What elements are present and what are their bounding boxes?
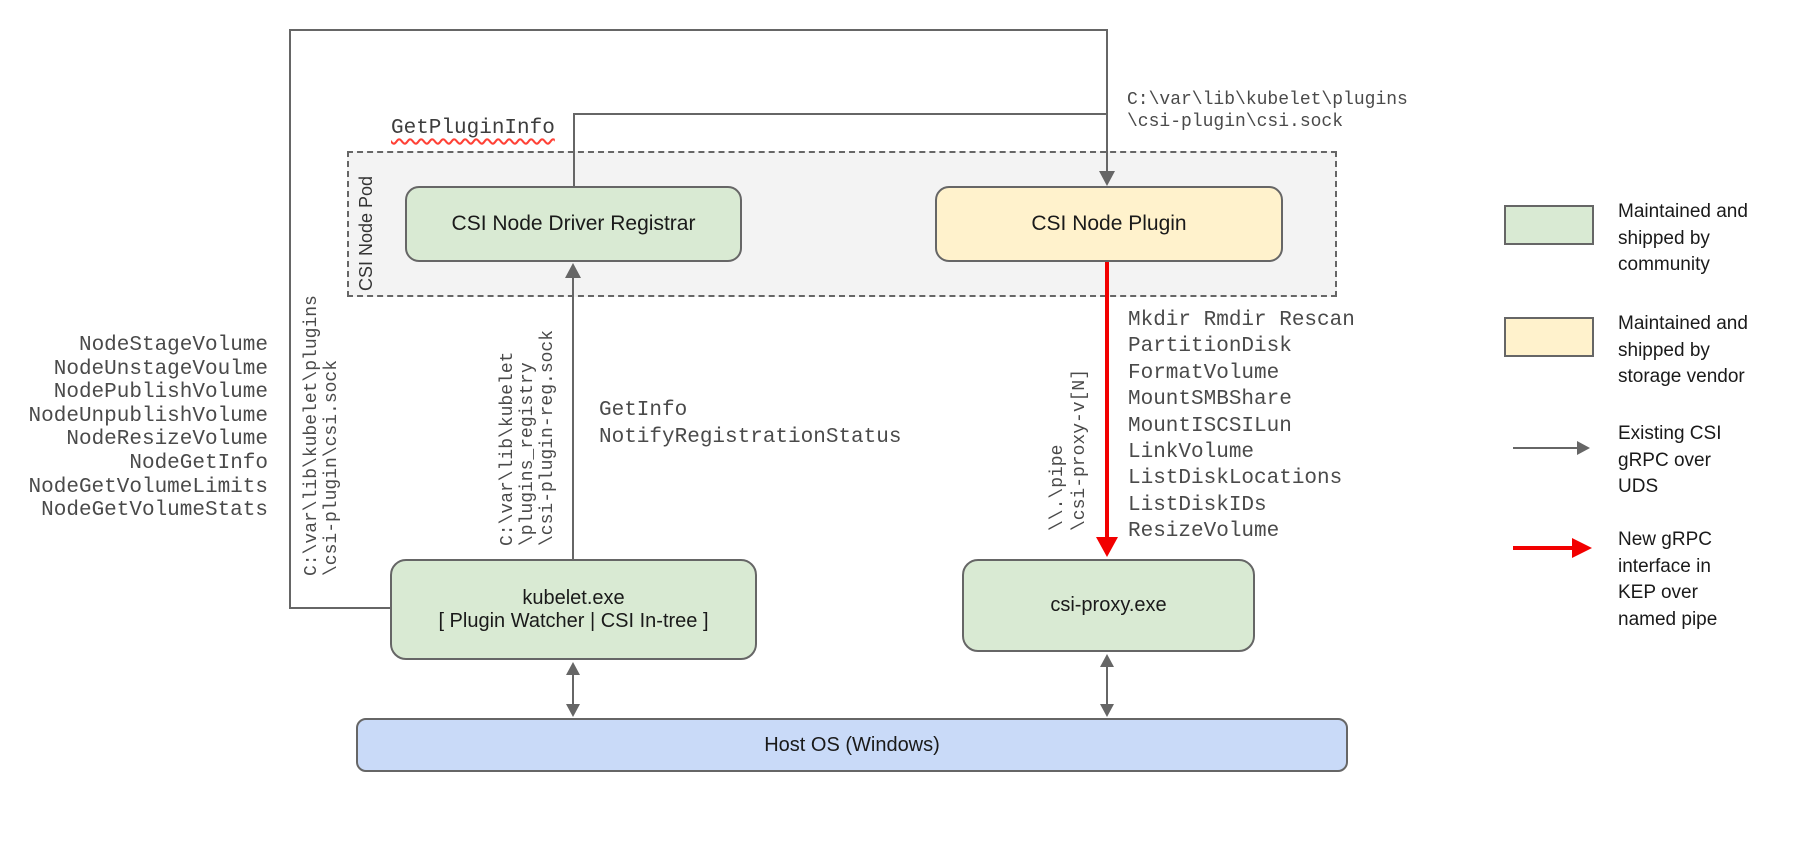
legend-community-swatch xyxy=(1504,205,1594,245)
connector-plugin-csiproxy-red xyxy=(1105,262,1109,539)
connector-kubelet-plugin-right xyxy=(1106,29,1108,172)
proxy-method: Mkdir Rmdir Rescan xyxy=(1128,309,1355,332)
proxy-method: MountISCSILun xyxy=(1128,414,1292,438)
plugin-watcher-line: [ Plugin Watcher | CSI In-tree ] xyxy=(438,609,709,632)
legend-named-pipe-label: New gRPC interface in KEP over named pip… xyxy=(1618,529,1718,630)
csi-sock-path-vertical-label: C:\var\lib\kubelet\plugins \csi-plugin\c… xyxy=(302,295,342,576)
arrowhead-into-csiproxy-red xyxy=(1096,537,1118,557)
proxy-method: ResizeVolume xyxy=(1128,520,1280,544)
kubelet-exe-line: kubelet.exe xyxy=(522,586,625,609)
legend-vendor-swatch xyxy=(1504,317,1594,357)
proxy-method: FormatVolume xyxy=(1128,361,1280,385)
arrowhead-kubelet-host-up xyxy=(566,662,580,675)
host-os-box: Host OS (Windows) xyxy=(356,718,1348,772)
legend-community-label: Maintained and shipped by community xyxy=(1618,201,1748,275)
node-method: NodeGetInfo xyxy=(129,451,268,475)
legend-gray-arrowhead xyxy=(1577,441,1590,455)
connector-kubelet-registrar xyxy=(572,277,574,559)
arrowhead-csiproxy-host-up xyxy=(1100,654,1114,667)
node-method: NodeUnpublishVolume xyxy=(28,404,268,428)
arrowhead-csiproxy-host-down xyxy=(1100,704,1114,717)
connector-csiproxy-host xyxy=(1106,665,1108,706)
proxy-method: ListDiskIDs xyxy=(1128,493,1267,517)
arrowhead-into-registrar xyxy=(565,263,581,278)
registry-sock-vertical-label: C:\var\lib\kubelet \plugins_registry \cs… xyxy=(498,329,558,546)
kubelet-box: kubelet.exe [ Plugin Watcher | CSI In-tr… xyxy=(390,559,757,660)
proxy-method: ListDiskLocations xyxy=(1128,467,1343,491)
node-method: NodeGetVolumeLimits xyxy=(28,475,268,499)
csi-sock-path-label: C:\var\lib\kubelet\plugins \csi-plugin\c… xyxy=(1127,90,1408,132)
legend-uds-label: Existing CSI gRPC over UDS xyxy=(1618,423,1722,497)
csi-node-pod-label: CSI Node Pod xyxy=(356,175,376,291)
connector-kubelet-plugin-top xyxy=(289,29,1108,31)
node-method: NodeResizeVolume xyxy=(66,428,268,452)
connector-kubelet-plugin-stub xyxy=(289,607,390,609)
node-method: NodePublishVolume xyxy=(53,381,268,405)
legend-red-arrowhead xyxy=(1572,538,1592,558)
legend-vendor-label: Maintained and shipped by storage vendor xyxy=(1618,313,1748,387)
arrowhead-kubelet-host-down xyxy=(566,704,580,717)
connector-getplugininfo-h xyxy=(574,113,1108,115)
connector-kubelet-plugin-left xyxy=(289,29,291,609)
named-pipe-vertical-label: \\.\pipe \csi-proxy-v[N] xyxy=(1048,368,1090,531)
proxy-method: PartitionDisk xyxy=(1128,335,1292,359)
getplugininfo-label: GetPluginInfo xyxy=(391,117,555,140)
proxy-method: LinkVolume xyxy=(1128,441,1255,465)
node-method: NodeStageVolume xyxy=(78,334,268,357)
node-method: NodeGetVolumeStats xyxy=(41,499,268,523)
csi-proxy-box: csi-proxy.exe xyxy=(962,559,1255,652)
csi-node-driver-registrar-box: CSI Node Driver Registrar xyxy=(405,186,742,262)
proxy-method: MountSMBShare xyxy=(1128,388,1292,412)
legend-gray-arrow xyxy=(1513,447,1577,449)
legend-red-arrow xyxy=(1513,546,1573,550)
csi-node-plugin-box: CSI Node Plugin xyxy=(935,186,1283,262)
connector-getplugininfo-v xyxy=(573,113,575,187)
registration-calls-label: GetInfo NotifyRegistrationStatus xyxy=(599,399,902,449)
connector-kubelet-host xyxy=(572,673,574,706)
kubelet-box-label: kubelet.exe [ Plugin Watcher | CSI In-tr… xyxy=(438,587,708,633)
node-method: NodeUnstageVoulme xyxy=(53,357,268,381)
arrowhead-into-csi-node-plugin xyxy=(1099,171,1115,186)
